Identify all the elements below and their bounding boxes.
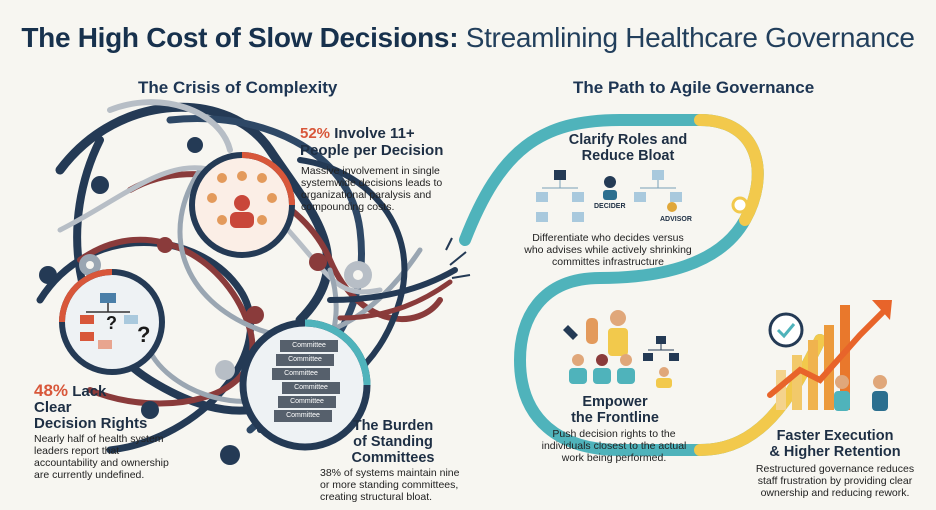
committee-block: Committee: [282, 382, 340, 394]
committee-line: creating structural bloat.: [320, 491, 433, 503]
step3-headline-line: Faster Execution: [776, 428, 894, 444]
junction-dots: [39, 137, 327, 465]
people-crowd-icon: [189, 152, 295, 258]
stat-52-headline-b: People per Decision: [300, 142, 444, 159]
committee-headline-line: Committees: [351, 450, 435, 466]
committee-stack: Committee Committee Committee Committee …: [268, 340, 340, 424]
stat-48-line: Nearly half of health system: [34, 433, 164, 445]
step1-line: committes infrastructure: [551, 256, 665, 268]
committee-block: Committee: [276, 354, 334, 366]
stat-48-body: Nearly half of health system leaders rep…: [34, 433, 169, 481]
stat-48-line: accountability and ownership: [34, 457, 169, 469]
step1-line: Differentiate who decides versus: [532, 232, 684, 244]
committee-block: Committee: [278, 396, 336, 408]
step3-headline-line: & Higher Retention: [769, 444, 901, 460]
stat-48-line: leaders report that: [34, 445, 120, 457]
step3-line: staff frustration by providing clear: [757, 475, 913, 487]
path-heading: The Path to Agile Governance: [573, 78, 815, 97]
committee-block: Committee: [280, 340, 338, 352]
committee-body: 38% of systems maintain nine or more sta…: [320, 467, 459, 503]
org-chart-question-icon: [59, 269, 165, 375]
committee-headline-line: of Standing: [353, 434, 433, 450]
committee-headline: The Burden of Standing Committees: [338, 418, 448, 466]
stat-52-body: Massive involvement in single systemwide…: [301, 165, 442, 213]
step2-line: work being performed.: [561, 452, 667, 464]
frontline-staff-icon: [563, 310, 679, 388]
crisis-heading: The Crisis of Complexity: [138, 78, 338, 97]
step2-line: individuals closest to the actual: [541, 440, 687, 452]
committee-headline-line: The Burden: [352, 418, 434, 434]
spark-icon: [445, 237, 471, 279]
stat-52-line: Massive involvement in single: [301, 165, 440, 177]
stat-48-headline-a: Lack: [72, 383, 107, 400]
stat-52-block: 52% Involve 11+ People per Decision: [300, 125, 443, 159]
page-title: The High Cost of Slow Decisions: Streaml…: [0, 22, 936, 54]
stat-52-headline-a: Involve 11+: [334, 125, 415, 142]
stat-48-headline-b: Clear: [34, 399, 72, 416]
stat-48-line: are currently undefined.: [34, 469, 145, 481]
step2-headline: Empower the Frontline: [555, 394, 675, 426]
gear-icon: [79, 254, 372, 380]
role-org-chart-icon: [536, 170, 682, 222]
committee-block: Committee: [272, 368, 330, 380]
step3-line: ownership and reducing rework.: [760, 487, 910, 499]
step1-headline-line: Clarify Roles and: [568, 132, 688, 148]
stat-48-pct: 48%: [34, 381, 69, 400]
stat-52-line: organizational paralysis and: [301, 189, 432, 201]
stat-52-pct: 52%: [300, 125, 331, 142]
step3-headline: Faster Execution & Higher Retention: [755, 428, 915, 460]
title-bold: The High Cost of Slow Decisions:: [21, 22, 459, 53]
step2-body: Push decision rights to the individuals …: [530, 428, 698, 464]
committee-line: 38% of systems maintain nine: [320, 467, 460, 479]
step1-headline-line: Reduce Bloat: [581, 148, 675, 164]
decider-label: DECIDER: [594, 203, 626, 210]
step2-headline-line: Empower: [582, 394, 648, 410]
step3-body: Restructured governance reduces staff fr…: [745, 463, 925, 499]
step2-line: Push decision rights to the: [552, 428, 676, 440]
stat-52-line: systemwide decisions leads to: [301, 177, 443, 189]
stat-52-line: compounding costs.: [301, 201, 395, 213]
step3-line: Restructured governance reduces: [755, 463, 915, 475]
committee-block: Committee: [274, 410, 332, 422]
title-light: Streamlining Healthcare Governance: [465, 22, 915, 53]
step1-headline: Clarify Roles and Reduce Bloat: [548, 132, 708, 164]
step1-body: Differentiate who decides versus who adv…: [518, 232, 698, 268]
question-mark-1: ?: [106, 313, 117, 333]
committee-line: or more standing committees,: [320, 479, 459, 491]
growth-chart-icon: [767, 300, 892, 411]
advisor-label: ADVISOR: [660, 216, 692, 223]
question-mark-2: ?: [137, 322, 151, 347]
step2-headline-line: the Frontline: [571, 410, 659, 426]
stat-48-headline-c: Decision Rights: [34, 415, 148, 432]
step1-line: who advises while actively shrinking: [524, 244, 692, 256]
stat-48-block: 48% Lack Clear Decision Rights: [34, 381, 148, 432]
